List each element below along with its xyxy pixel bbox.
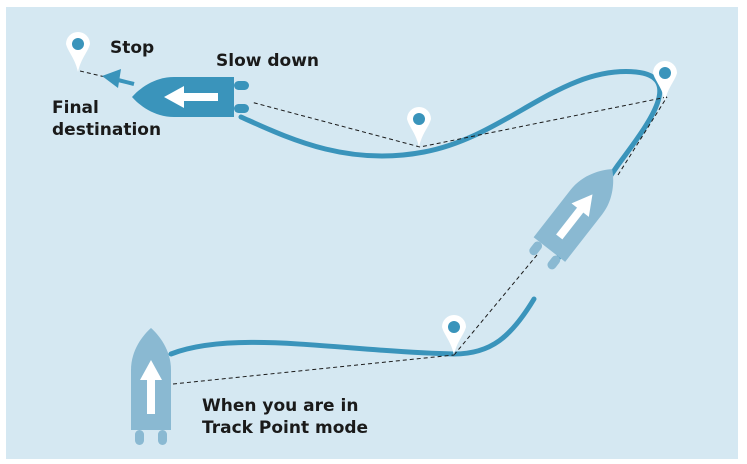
track-point-diagram: Stop Slow down Final destination When yo… <box>6 7 738 459</box>
arrow-icon <box>102 69 134 88</box>
waypoint-middle-pin <box>407 107 431 147</box>
waypoint-start-pin <box>442 315 466 355</box>
boat-icon-middle <box>524 157 628 274</box>
boat-icon-slowing <box>132 77 249 117</box>
slow-down-label: Slow down <box>216 50 319 72</box>
stop-label: Stop <box>110 37 154 59</box>
diagram-canvas <box>6 7 738 459</box>
waypoint-right-pin <box>653 61 677 101</box>
track-point-label-line1: When you are in <box>202 395 358 417</box>
final-destination-label-line1: Final <box>52 97 99 119</box>
track-point-label-line2: Track Point mode <box>202 417 368 439</box>
waypoint-final-pin <box>66 32 90 72</box>
boat-icon-start <box>131 328 171 445</box>
final-destination-label-line2: destination <box>52 119 161 141</box>
